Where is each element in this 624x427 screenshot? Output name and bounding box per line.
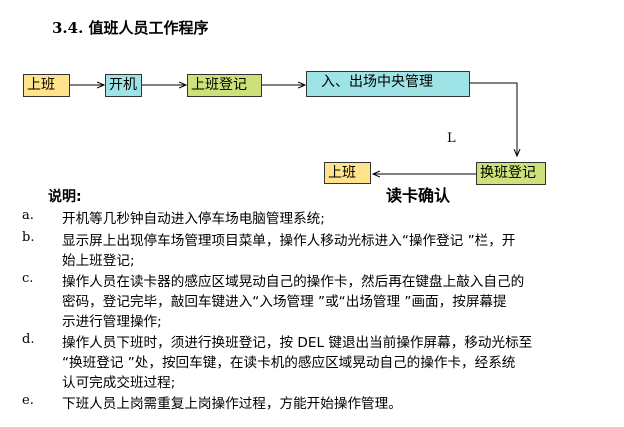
item-line: 操作人员下班时，须进行换班登记，按 DEL 键退出当前操作屏幕，移动光标至	[62, 335, 533, 351]
flow-box-start: 上班	[23, 74, 70, 97]
item-marker: c.	[22, 271, 34, 286]
flow-box-sign-in: 上班登记	[187, 74, 262, 97]
arrow-central-to-handover	[470, 82, 517, 156]
item-line: 下班人员上岗需重复上岗操作过程，方能开始操作管理。	[62, 396, 402, 412]
item-line: 操作人员在读卡器的感应区域晃动自己的操作卡，然后再在键盘上敲入自己的	[62, 274, 525, 290]
item-marker: e.	[22, 393, 34, 408]
flow-box-end: 上班	[324, 162, 371, 184]
flow-box-central: 入、出场中央管理	[306, 71, 470, 97]
section-title: 3.4. 值班人员工作程序	[52, 19, 209, 37]
flow-caption: 读卡确认	[386, 186, 451, 205]
flow-l-mark: L	[447, 131, 456, 146]
item-line: 始上班登记;	[62, 253, 135, 269]
item-marker: d.	[22, 332, 35, 347]
item-marker: b.	[22, 230, 35, 245]
item-line: 密码，登记完毕，敲回车键进入“入场管理 ”或“出场管理 ”画面，按屏幕提	[62, 294, 507, 310]
item-line: “换班登记 ”处，按回车键，在读卡机的感应区域晃动自己的操作卡，经系统	[62, 355, 516, 371]
item-line: 显示屏上出现停车场管理项目菜单，操作人移动光标进入“操作登记 ”栏，开	[62, 233, 516, 249]
notes-heading: 说明:	[48, 189, 82, 205]
item-line: 认可完成交班过程;	[62, 375, 176, 391]
flow-box-handover: 换班登记	[476, 162, 546, 185]
flow-connectors	[70, 0, 624, 210]
item-line: 示进行管理操作;	[62, 314, 162, 330]
item-line: 开机等几秒钟自动进入停车场电脑管理系统;	[62, 211, 325, 227]
flow-box-power-on: 开机	[105, 74, 142, 97]
item-marker: a.	[22, 208, 34, 223]
